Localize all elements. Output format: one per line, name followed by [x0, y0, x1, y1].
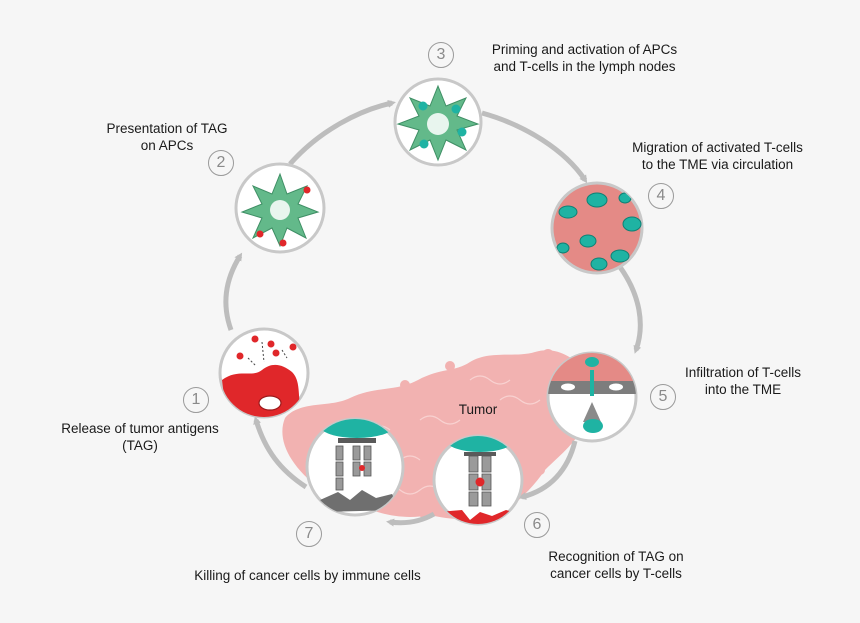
step-5-illustration [546, 351, 638, 443]
cycle-arrows [223, 99, 643, 527]
step-2-illustration [234, 162, 326, 254]
step-4-illustration [550, 181, 644, 275]
step-4-number: 4 [648, 183, 674, 209]
arrow-4-to-5 [617, 265, 643, 354]
arrow-2-to-3 [288, 99, 396, 166]
step-5-number: 5 [650, 384, 676, 410]
step-7-label: Killing of cancer cells by immune cells [194, 568, 421, 583]
step-1-illustration [218, 327, 310, 419]
step-1-label: Release of tumor antigens (TAG) [61, 421, 219, 453]
step-3-number: 3 [428, 42, 454, 68]
step-2-label: Presentation of TAG on APCs [106, 121, 228, 153]
arrow-3-to-4 [481, 110, 588, 184]
arrow-1-to-2 [223, 252, 243, 331]
arrow-5-to-6 [518, 440, 578, 500]
step-4-label: Migration of activated T-cells to the TM… [632, 140, 803, 172]
step-1-number: 1 [183, 387, 209, 413]
step-6-illustration [432, 434, 524, 526]
arrow-7-to-1 [253, 416, 308, 490]
step-7-number: 7 [296, 521, 322, 547]
step-5-label: Infiltration of T-cells into the TME [684, 365, 802, 397]
arrow-6-to-7 [386, 511, 436, 527]
step-6-label: Recognition of TAG on cancer cells by T-… [548, 549, 684, 581]
step-7-illustration [305, 417, 405, 517]
step-3-illustration [393, 77, 483, 167]
step-6-number: 6 [524, 512, 550, 538]
step-2-number: 2 [208, 150, 234, 176]
tumor-label: Tumor [458, 402, 498, 417]
step-3-label: Priming and activation of APCs and T-cel… [491, 42, 678, 74]
